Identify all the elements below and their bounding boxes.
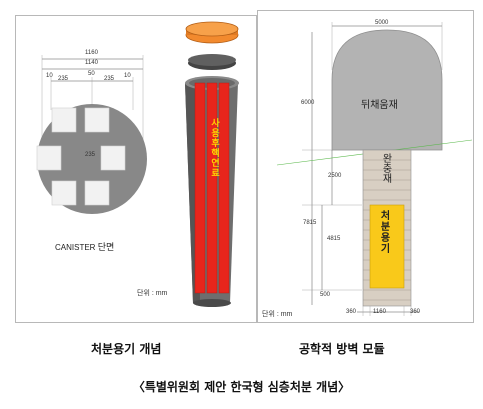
fuel-assembly-square: [100, 145, 126, 171]
module-width-label: 5000: [375, 20, 389, 26]
fuel-assembly-square: [51, 107, 77, 133]
fuel-assembly-square: [36, 145, 62, 171]
backfill-dome: [331, 29, 443, 151]
fuel-rod: [218, 82, 230, 294]
fuel-assembly-square: [84, 180, 110, 206]
dim-10b-label: 10: [124, 73, 131, 79]
container-unit-label: 단위 : mm: [137, 290, 168, 297]
h6000-label: 6000: [301, 100, 315, 106]
disposal-container-block: [369, 204, 405, 289]
fuel-rod: [206, 82, 218, 294]
backfill-label: 뒤채움재: [361, 100, 398, 111]
dim-gap-label: 235: [85, 152, 96, 158]
dim-235a-label: 235: [58, 76, 69, 82]
buffer-label-text: 완충재: [380, 153, 391, 183]
dim-inner-label: 1140: [85, 60, 98, 66]
dim-outer-label: 1160: [85, 50, 98, 56]
canister-label-suffix: 단면: [97, 243, 115, 253]
barrier-module-diagram: [276, 22, 472, 316]
module-unit-label: 단위 : mm: [262, 311, 293, 318]
dim-235b-label: 235: [104, 76, 115, 82]
w360b-label: 360: [410, 309, 421, 315]
footer-caption: 〈특별위원회 제안 한국형 심층처분 개념〉: [132, 380, 351, 394]
fuel-assembly-square: [51, 180, 77, 206]
dim-50-label: 50: [88, 71, 95, 77]
disposal-container-label: 처분용기: [378, 210, 389, 254]
canister-label-prefix: CANISTER: [55, 243, 96, 252]
right-caption: 공학적 방벽 모듈: [299, 342, 385, 356]
disposal-container-diagram: [185, 21, 239, 307]
h4815-label: 4815: [327, 236, 341, 242]
canister-section-diagram: [36, 55, 147, 214]
w360a-label: 360: [346, 309, 357, 315]
h500-label: 500: [320, 292, 331, 298]
left-caption: 처분용기 개념: [91, 342, 162, 356]
dim-10a-label: 10: [46, 73, 53, 79]
buffer-label: 완충재: [371, 153, 399, 183]
h2500-label: 2500: [328, 173, 342, 179]
spent-fuel-label: 사용후핵연료: [209, 118, 219, 178]
w1160-label: 1160: [373, 309, 386, 315]
fuel-assembly-square: [84, 107, 110, 133]
canister-section-label: CANISTER 단면: [55, 240, 114, 253]
h7815-label: 7815: [303, 220, 317, 226]
fuel-rod: [194, 82, 206, 294]
